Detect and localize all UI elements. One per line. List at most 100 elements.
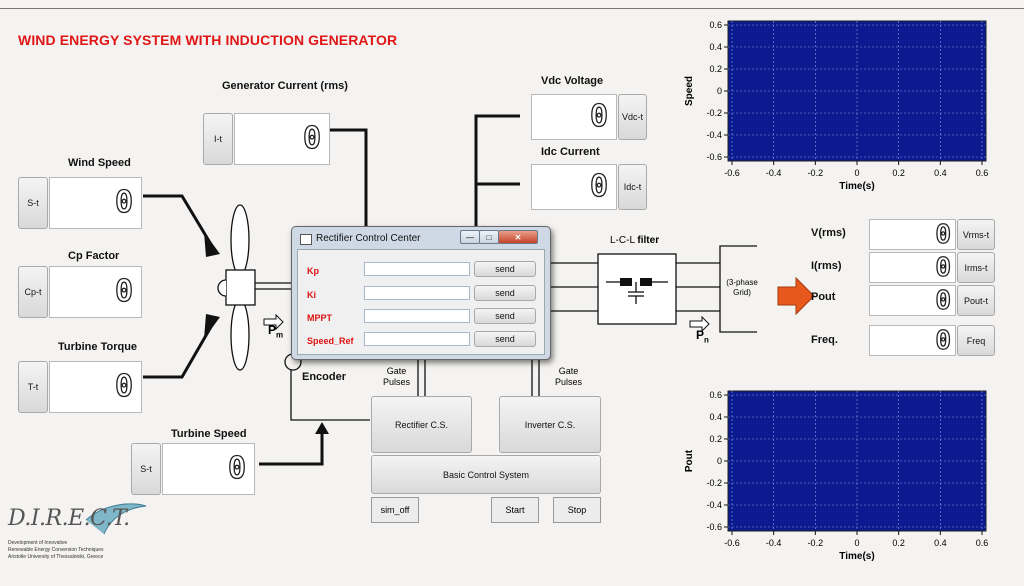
speed-chart-ytick-label: -0.2 [706, 108, 722, 118]
freq-label: Freq. [811, 334, 838, 346]
minimize-button[interactable]: — [460, 230, 480, 244]
speed-ref-input[interactable] [364, 332, 470, 346]
pout-chart-ytick-label: 0 [717, 456, 722, 466]
mppt-send-button[interactable]: send [474, 308, 536, 324]
pout-chart-xtick-label: 0.2 [892, 538, 905, 548]
speed-chart-ylabel: Speed [684, 76, 695, 106]
speed-chart-ytick-label: 0.2 [709, 64, 722, 74]
filter-label-filter: filter [637, 235, 660, 246]
maximize-button[interactable]: □ [479, 230, 499, 244]
speed-chart-xtick-label: -0.2 [808, 168, 824, 178]
logo-line-1: Development of Innovative [8, 540, 68, 546]
turbine-torque-value: 0 [114, 369, 133, 404]
cp-factor-plot-button[interactable]: Cp-t [18, 266, 48, 318]
speed-chart-xtick-label: 0 [854, 168, 859, 178]
dialog-title: Rectifier Control Center [316, 233, 421, 244]
logo-name: D.I.R.E.C.T. [8, 506, 130, 531]
gate-pulses-rectifier-label: Gate Pulses [383, 366, 411, 387]
pout-display: 0 [869, 285, 956, 316]
idc-label: Idc Current [541, 146, 600, 158]
inverter-cs-button[interactable]: Inverter C.S. [499, 396, 601, 453]
irms-value: 0 [935, 252, 952, 283]
sim-off-button[interactable]: sim_off [371, 497, 419, 523]
vrms-value: 0 [935, 219, 952, 250]
pm-p: P [268, 323, 277, 337]
ki-send-button[interactable]: send [474, 285, 536, 301]
irms-label: I(rms) [811, 260, 842, 272]
pn-p: P [696, 328, 705, 342]
idc-plot-button[interactable]: Idc-t [618, 164, 647, 210]
turbine-torque-plot-button[interactable]: T-t [18, 361, 48, 413]
speed-chart-ytick-label: -0.4 [706, 130, 722, 140]
speed-ref-label: Speed_Ref [307, 336, 354, 346]
wind-speed-display: 0 [49, 177, 142, 229]
pout-chart-xtick-label: 0 [854, 538, 859, 548]
cp-factor-label: Cp Factor [68, 250, 120, 262]
basic-control-system-button[interactable]: Basic Control System [371, 455, 601, 494]
mppt-input[interactable] [364, 309, 470, 323]
pout-chart-xtick-label: -0.6 [724, 538, 740, 548]
irms-plot-button[interactable]: Irms-t [957, 252, 995, 283]
pout-label: Pout [811, 291, 836, 303]
speed-chart-xtick-label: -0.4 [766, 168, 782, 178]
ki-input[interactable] [364, 286, 470, 300]
start-button[interactable]: Start [491, 497, 539, 523]
vdc-value: 0 [589, 99, 608, 134]
cp-factor-value: 0 [114, 274, 133, 309]
vrms-plot-button[interactable]: Vrms-t [957, 219, 995, 250]
generator-current-plot-button[interactable]: I-t [203, 113, 233, 165]
generator-current-label: Generator Current (rms) [222, 80, 348, 92]
vdc-plot-button[interactable]: Vdc-t [618, 94, 647, 140]
speed-ref-send-button[interactable]: send [474, 331, 536, 347]
turbine-speed-value: 0 [227, 451, 246, 486]
pout-value: 0 [935, 285, 952, 316]
speed-chart-ytick-label: 0.6 [709, 20, 722, 30]
speed-chart-xtick-label: 0.6 [976, 168, 989, 178]
turbine-speed-label: Turbine Speed [171, 428, 247, 440]
speed-chart-ytick-label: 0.4 [709, 42, 722, 52]
dialog-app-icon [300, 234, 312, 245]
dialog-body: Kp send Ki send MPPT send Speed_Ref send [297, 249, 545, 355]
mppt-label: MPPT [307, 313, 333, 323]
direct-logo: D.I.R.E.C.T. Development of Innovative R… [6, 500, 156, 570]
generator-current-display: 0 [234, 113, 330, 165]
rectifier-cs-button[interactable]: Rectifier C.S. [371, 396, 472, 453]
idc-display: 0 [531, 164, 617, 210]
turbine-speed-plot-button[interactable]: S-t [131, 443, 161, 495]
turbine-speed-display: 0 [162, 443, 255, 495]
pout-chart-xtick-label: -0.4 [766, 538, 782, 548]
close-button[interactable]: ✕ [498, 230, 538, 244]
page-title: WIND ENERGY SYSTEM WITH INDUCTION GENERA… [18, 32, 398, 48]
pout-chart-xtick-label: 0.6 [976, 538, 989, 548]
freq-plot-button[interactable]: Freq [957, 325, 995, 356]
logo-line-2: Renewable Energy Conversion Techniques [8, 547, 104, 553]
logo-line-3: Aristotle University of Thessaloniki, Gr… [8, 554, 104, 560]
encoder-label: Encoder [302, 371, 347, 383]
filter-label: L-C-L filter [610, 235, 659, 246]
stop-button[interactable]: Stop [553, 497, 601, 523]
kp-label: Kp [307, 266, 319, 276]
speed-chart-xtick-label: -0.6 [724, 168, 740, 178]
grid-label: (3-phase Grid) [726, 278, 758, 297]
speed-chart-xlabel: Time(s) [839, 181, 874, 192]
wind-speed-plot-button[interactable]: S-t [18, 177, 48, 229]
pout-chart-ylabel: Pout [684, 449, 695, 472]
rectifier-control-dialog: Rectifier Control Center — □ ✕ Kp send K… [291, 226, 551, 360]
speed-chart-xtick-label: 0.4 [934, 168, 947, 178]
pout-chart-xtick-label: 0.4 [934, 538, 947, 548]
vdc-display: 0 [531, 94, 617, 140]
pn-sub: n [704, 335, 709, 345]
speed-chart-ytick-label: 0 [717, 86, 722, 96]
ki-label: Ki [307, 290, 316, 300]
wind-speed-value: 0 [114, 185, 133, 220]
pout-chart-ytick-label: 0.4 [709, 412, 722, 422]
kp-send-button[interactable]: send [474, 261, 536, 277]
speed-chart-ytick-label: -0.6 [706, 152, 722, 162]
pout-plot-button[interactable]: Pout-t [957, 285, 995, 316]
vrms-label: V(rms) [811, 227, 846, 239]
kp-input[interactable] [364, 262, 470, 276]
generator-current-value: 0 [302, 121, 321, 156]
